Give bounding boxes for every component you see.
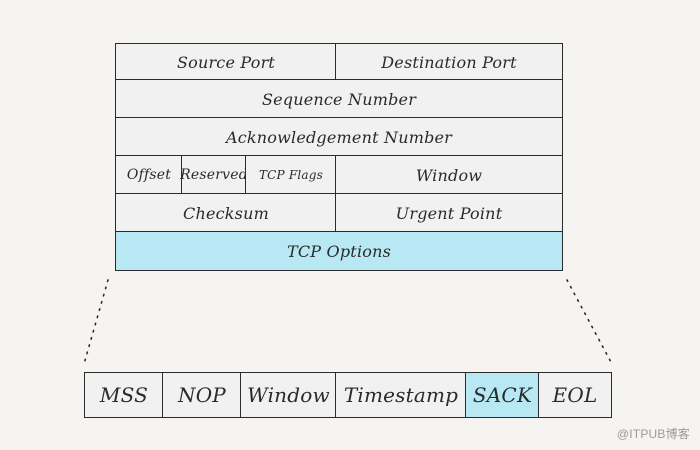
offset-label: Offset <box>126 167 172 183</box>
checksum-label: Checksum <box>183 203 269 223</box>
window-option-cell: Window <box>240 372 337 418</box>
mss-label: MSS <box>99 383 149 407</box>
tcp-flags-label: TCP Flags <box>258 168 324 182</box>
urgent-point-label: Urgent Point <box>395 203 503 223</box>
destination-port-label: Destination Port <box>381 52 517 72</box>
destination-port-cell: Destination Port <box>335 43 563 81</box>
window-cell: Window <box>335 155 563 195</box>
mss-cell: MSS <box>84 372 164 418</box>
urgent-point-cell: Urgent Point <box>335 193 563 233</box>
tcp-flags-cell: TCP Flags <box>245 155 337 195</box>
offset-cell: Offset <box>115 155 183 195</box>
sequence-number-label: Sequence Number <box>261 89 417 109</box>
sack-cell: SACK <box>465 372 540 418</box>
sequence-number-cell: Sequence Number <box>115 79 563 119</box>
timestamp-cell: Timestamp <box>335 372 467 418</box>
watermark: @ITPUB博客 <box>616 427 690 441</box>
right-dotted-connector <box>566 279 613 365</box>
eol-cell: EOL <box>538 372 612 418</box>
window-option-label: Window <box>247 383 330 407</box>
window-label: Window <box>415 165 483 185</box>
source-port-cell: Source Port <box>115 43 337 81</box>
nop-cell: NOP <box>162 372 242 418</box>
tcp-options-cell: TCP Options <box>115 231 563 271</box>
left-dotted-connector <box>83 279 109 365</box>
reserved-cell: Reserved <box>180 155 248 195</box>
timestamp-label: Timestamp <box>343 383 459 407</box>
acknowledgement-number-cell: Acknowledgement Number <box>115 117 563 157</box>
reserved-label: Reserved <box>180 167 248 183</box>
sack-label: SACK <box>472 383 533 407</box>
source-port-label: Source Port <box>176 52 276 72</box>
acknowledgement-number-label: Acknowledgement Number <box>225 127 453 147</box>
nop-label: NOP <box>178 383 226 407</box>
checksum-cell: Checksum <box>115 193 337 233</box>
eol-label: EOL <box>552 383 598 407</box>
tcp-options-label: TCP Options <box>286 241 392 261</box>
